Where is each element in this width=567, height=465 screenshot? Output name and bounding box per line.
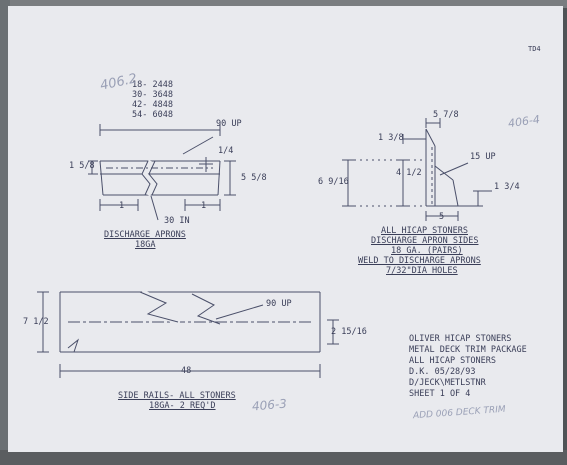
rails-dim-height: 7 1/2: [23, 317, 49, 327]
rails-dim-flange: 2 15/16: [331, 327, 367, 337]
apron-title: DISCHARGE APRONS: [104, 230, 186, 240]
sides-title-2: DISCHARGE APRON SIDES: [371, 236, 479, 246]
title-block-line-1: OLIVER HICAP STONERS: [409, 334, 512, 344]
sides-angle-label: 15 UP: [470, 152, 496, 162]
apron-angle-label: 90 UP: [216, 119, 242, 129]
rails-title: SIDE RAILS- ALL STONERS: [118, 391, 236, 401]
pencil-note-406-3: 406-3: [251, 396, 288, 414]
apron-length-4: 54- 6048: [132, 110, 173, 120]
background-bottom: [0, 450, 567, 465]
title-block-line-6: SHEET 1 OF 4: [409, 389, 471, 399]
rails-dim-length: 48: [181, 366, 192, 376]
background-top: [0, 0, 567, 8]
apron-dim-right: 5 5/8: [241, 173, 267, 183]
title-block-line-2: METAL DECK TRIM PACKAGE: [409, 345, 527, 355]
title-block-line-4: D.K. 05/28/93: [409, 367, 476, 377]
sides-dim-top: 5 7/8: [433, 110, 459, 120]
apron-dim-one-left: 1: [119, 201, 125, 211]
sides-title-1: ALL HICAP STONERS: [381, 226, 468, 236]
apron-length-1: 18- 2448: [132, 80, 173, 90]
drawing-sheet: 18- 2448 30- 3648 42- 4848 54- 6048 90 U…: [8, 6, 563, 452]
sides-dim-height: 6 9/16: [318, 177, 349, 187]
title-block-line-3: ALL HICAP STONERS: [409, 356, 496, 366]
background-left: [0, 0, 10, 465]
apron-dim-quarter: 1/4: [218, 146, 234, 156]
sides-dim-bottom: 5: [439, 212, 445, 222]
discharge-apron-drawing: [88, 124, 236, 221]
drawing-linework: [37, 118, 492, 378]
sides-dim-mid: 4 1/2: [396, 168, 422, 178]
sides-title-4: WELD TO DISCHARGE APRONS: [358, 256, 481, 266]
sides-title-3: 18 GA. (PAIRS): [391, 246, 463, 256]
apron-gauge: 18GA: [135, 240, 156, 250]
apron-hole-note: 30 IN: [164, 216, 190, 226]
rails-gauge: 18GA- 2 REQ'D: [149, 401, 216, 411]
apron-sides-drawing: [342, 118, 492, 221]
apron-length-3: 42- 4848: [132, 100, 173, 110]
side-rails-drawing: [37, 289, 339, 378]
apron-dim-left: 1 5/8: [69, 161, 95, 171]
sides-title-5: 7/32"DIA HOLES: [386, 266, 458, 276]
sides-dim-right: 1 3/4: [494, 182, 520, 192]
top-right-note: TD4: [528, 45, 541, 53]
apron-length-2: 30- 3648: [132, 90, 173, 100]
sides-dim-upper-left: 1 3/8: [378, 133, 404, 143]
rails-angle-label: 90 UP: [266, 299, 292, 309]
title-block-line-5: D/JECK\METLSTNR: [409, 378, 486, 388]
apron-dim-one-right: 1: [201, 201, 207, 211]
